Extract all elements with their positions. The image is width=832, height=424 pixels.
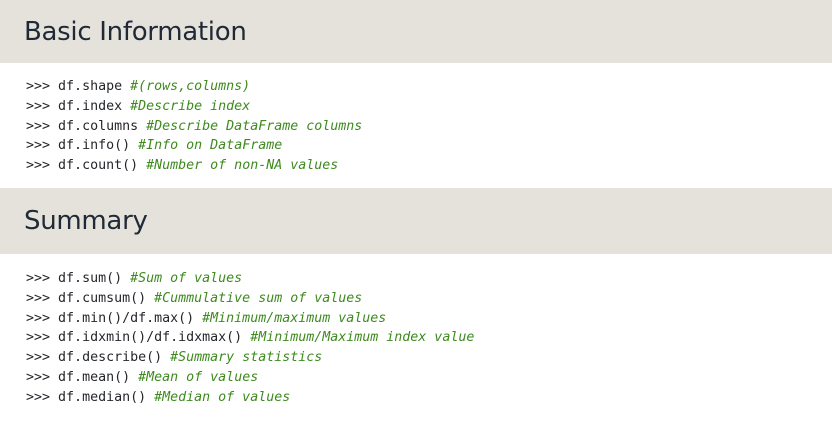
code-line: >>> df.columns #Describe DataFrame colum… <box>26 117 832 137</box>
code-line: >>> df.index #Describe index <box>26 97 832 117</box>
prompt: >>> <box>26 290 51 306</box>
code-line: >>> df.median() #Median of values <box>26 388 832 408</box>
code: df.sum() <box>58 271 123 286</box>
prompt: >>> <box>26 118 51 134</box>
prompt: >>> <box>26 310 51 326</box>
section-title: Summary <box>24 206 148 236</box>
section-header: Summary <box>0 188 832 254</box>
comment: #Describe index <box>130 98 251 114</box>
comment: #Info on DataFrame <box>138 138 283 154</box>
code-line: >>> df.sum() #Sum of values <box>26 269 832 289</box>
prompt: >>> <box>26 79 51 94</box>
code: df.cumsum() <box>58 290 147 306</box>
code-block: >>> df.shape #(rows,columns) >>> df.inde… <box>0 63 832 188</box>
comment: #Median of values <box>154 389 291 405</box>
code: df.shape <box>58 79 123 94</box>
code: df.columns <box>58 118 139 134</box>
section-header: Basic Information <box>0 0 832 63</box>
prompt: >>> <box>26 389 51 405</box>
comment: #Minimum/maximum values <box>202 310 387 326</box>
comment: #(rows,columns) <box>130 79 251 94</box>
code-line: >>> df.describe() #Summary statistics <box>26 348 832 368</box>
code-line: >>> df.shape #(rows,columns) <box>26 77 832 97</box>
code-line: >>> df.info() #Info on DataFrame <box>26 136 832 156</box>
prompt: >>> <box>26 350 51 366</box>
code-line: >>> df.mean() #Mean of values <box>26 368 832 388</box>
code: df.idxmin()/df.idxmax() <box>58 330 243 346</box>
comment: #Mean of values <box>138 369 259 385</box>
code: df.index <box>58 98 123 114</box>
code: df.mean() <box>58 369 131 385</box>
prompt: >>> <box>26 369 51 385</box>
comment: #Cummulative sum of values <box>154 290 363 306</box>
basic-information-section: Basic Information >>> df.shape #(rows,co… <box>0 0 832 188</box>
code-line: >>> df.min()/df.max() #Minimum/maximum v… <box>26 309 832 329</box>
code: df.info() <box>58 138 131 154</box>
comment: #Summary statistics <box>170 350 323 366</box>
code-line: >>> df.cumsum() #Cummulative sum of valu… <box>26 289 832 309</box>
code: df.min()/df.max() <box>58 310 195 326</box>
comment: #Sum of values <box>130 271 243 286</box>
prompt: >>> <box>26 271 51 286</box>
section-title: Basic Information <box>24 16 247 47</box>
code: df.median() <box>58 389 147 405</box>
code-line: >>> df.idxmin()/df.idxmax() #Minimum/Max… <box>26 328 832 348</box>
code: df.count() <box>58 158 139 174</box>
comment: #Number of non-NA values <box>146 158 339 174</box>
prompt: >>> <box>26 138 51 154</box>
summary-section: Summary >>> df.sum() #Sum of values >>> … <box>0 188 832 424</box>
comment: #Describe DataFrame columns <box>146 118 363 134</box>
prompt: >>> <box>26 330 51 346</box>
code-line: >>> df.count() #Number of non-NA values <box>26 156 832 176</box>
comment: #Minimum/Maximum index value <box>250 330 475 346</box>
code-block: >>> df.sum() #Sum of values >>> df.cumsu… <box>0 254 832 424</box>
code: df.describe() <box>58 350 163 366</box>
prompt: >>> <box>26 98 51 114</box>
prompt: >>> <box>26 158 51 174</box>
